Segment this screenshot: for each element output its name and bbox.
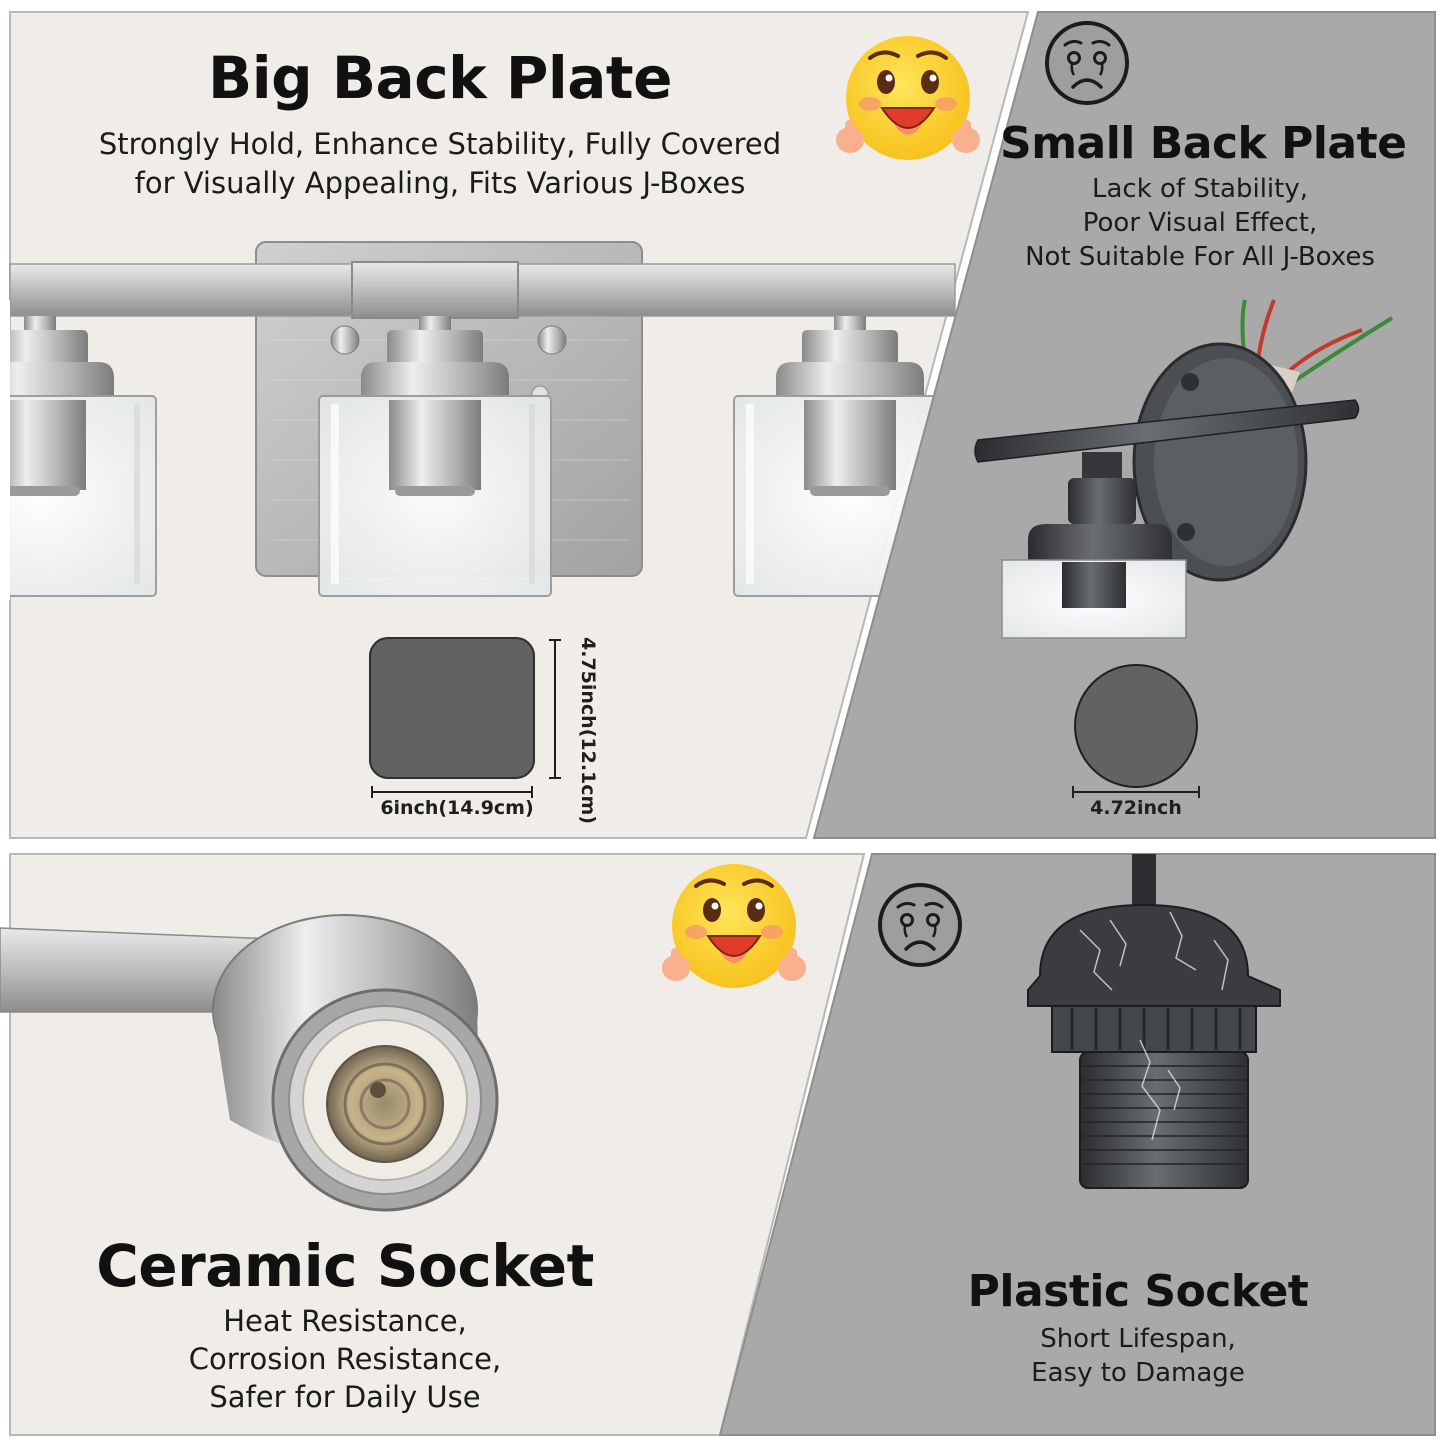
width-dimension-line xyxy=(371,786,533,798)
ceramic-socket-image xyxy=(0,914,499,1212)
ceramic-socket-title: Ceramic Socket xyxy=(96,1232,594,1300)
big-back-plate-subtitle-line-2: for Visually Appealing, Fits Various J-B… xyxy=(134,166,746,200)
small-back-plate-fixture-image xyxy=(974,299,1394,639)
ceramic-socket-subtitle-line-1: Heat Resistance, xyxy=(223,1304,467,1338)
ceramic-socket-subtitle-line-3: Safer for Daily Use xyxy=(209,1380,481,1414)
small-plate-shape-swatch xyxy=(1074,664,1198,788)
sad-face-icon xyxy=(1045,21,1129,105)
height-dimension-label: 4.75inch(12.1cm) xyxy=(577,637,599,825)
plastic-socket-subtitle-line-2: Easy to Damage xyxy=(1031,1358,1245,1388)
small-back-plate-subtitle-line-1: Lack of Stability, xyxy=(1091,174,1308,204)
plastic-socket-image xyxy=(1027,854,1281,1189)
width-dimension-label: 6inch(14.9cm) xyxy=(380,797,534,819)
ceramic-socket-subtitle-line-2: Corrosion Resistance, xyxy=(188,1342,502,1376)
plastic-socket-subtitle-line-1: Short Lifespan, xyxy=(1040,1324,1236,1354)
big-plate-shape-swatch xyxy=(369,637,535,779)
small-back-plate-subtitle-line-3: Not Suitable For All J-Boxes xyxy=(1025,242,1375,272)
sad-face-icon xyxy=(878,883,962,967)
plastic-socket-title: Plastic Socket xyxy=(967,1266,1309,1317)
diameter-dimension-label: 4.72inch xyxy=(1090,797,1182,819)
height-dimension-line xyxy=(549,639,561,779)
small-back-plate-subtitle-line-2: Poor Visual Effect, xyxy=(1082,208,1318,238)
big-back-plate-fixture-image xyxy=(0,241,967,600)
small-back-plate-title: Small Back Plate xyxy=(1000,118,1407,169)
big-back-plate-subtitle-line-1: Strongly Hold, Enhance Stability, Fully … xyxy=(98,127,782,161)
diameter-dimension-line xyxy=(1072,786,1200,798)
big-back-plate-title: Big Back Plate xyxy=(208,44,672,112)
